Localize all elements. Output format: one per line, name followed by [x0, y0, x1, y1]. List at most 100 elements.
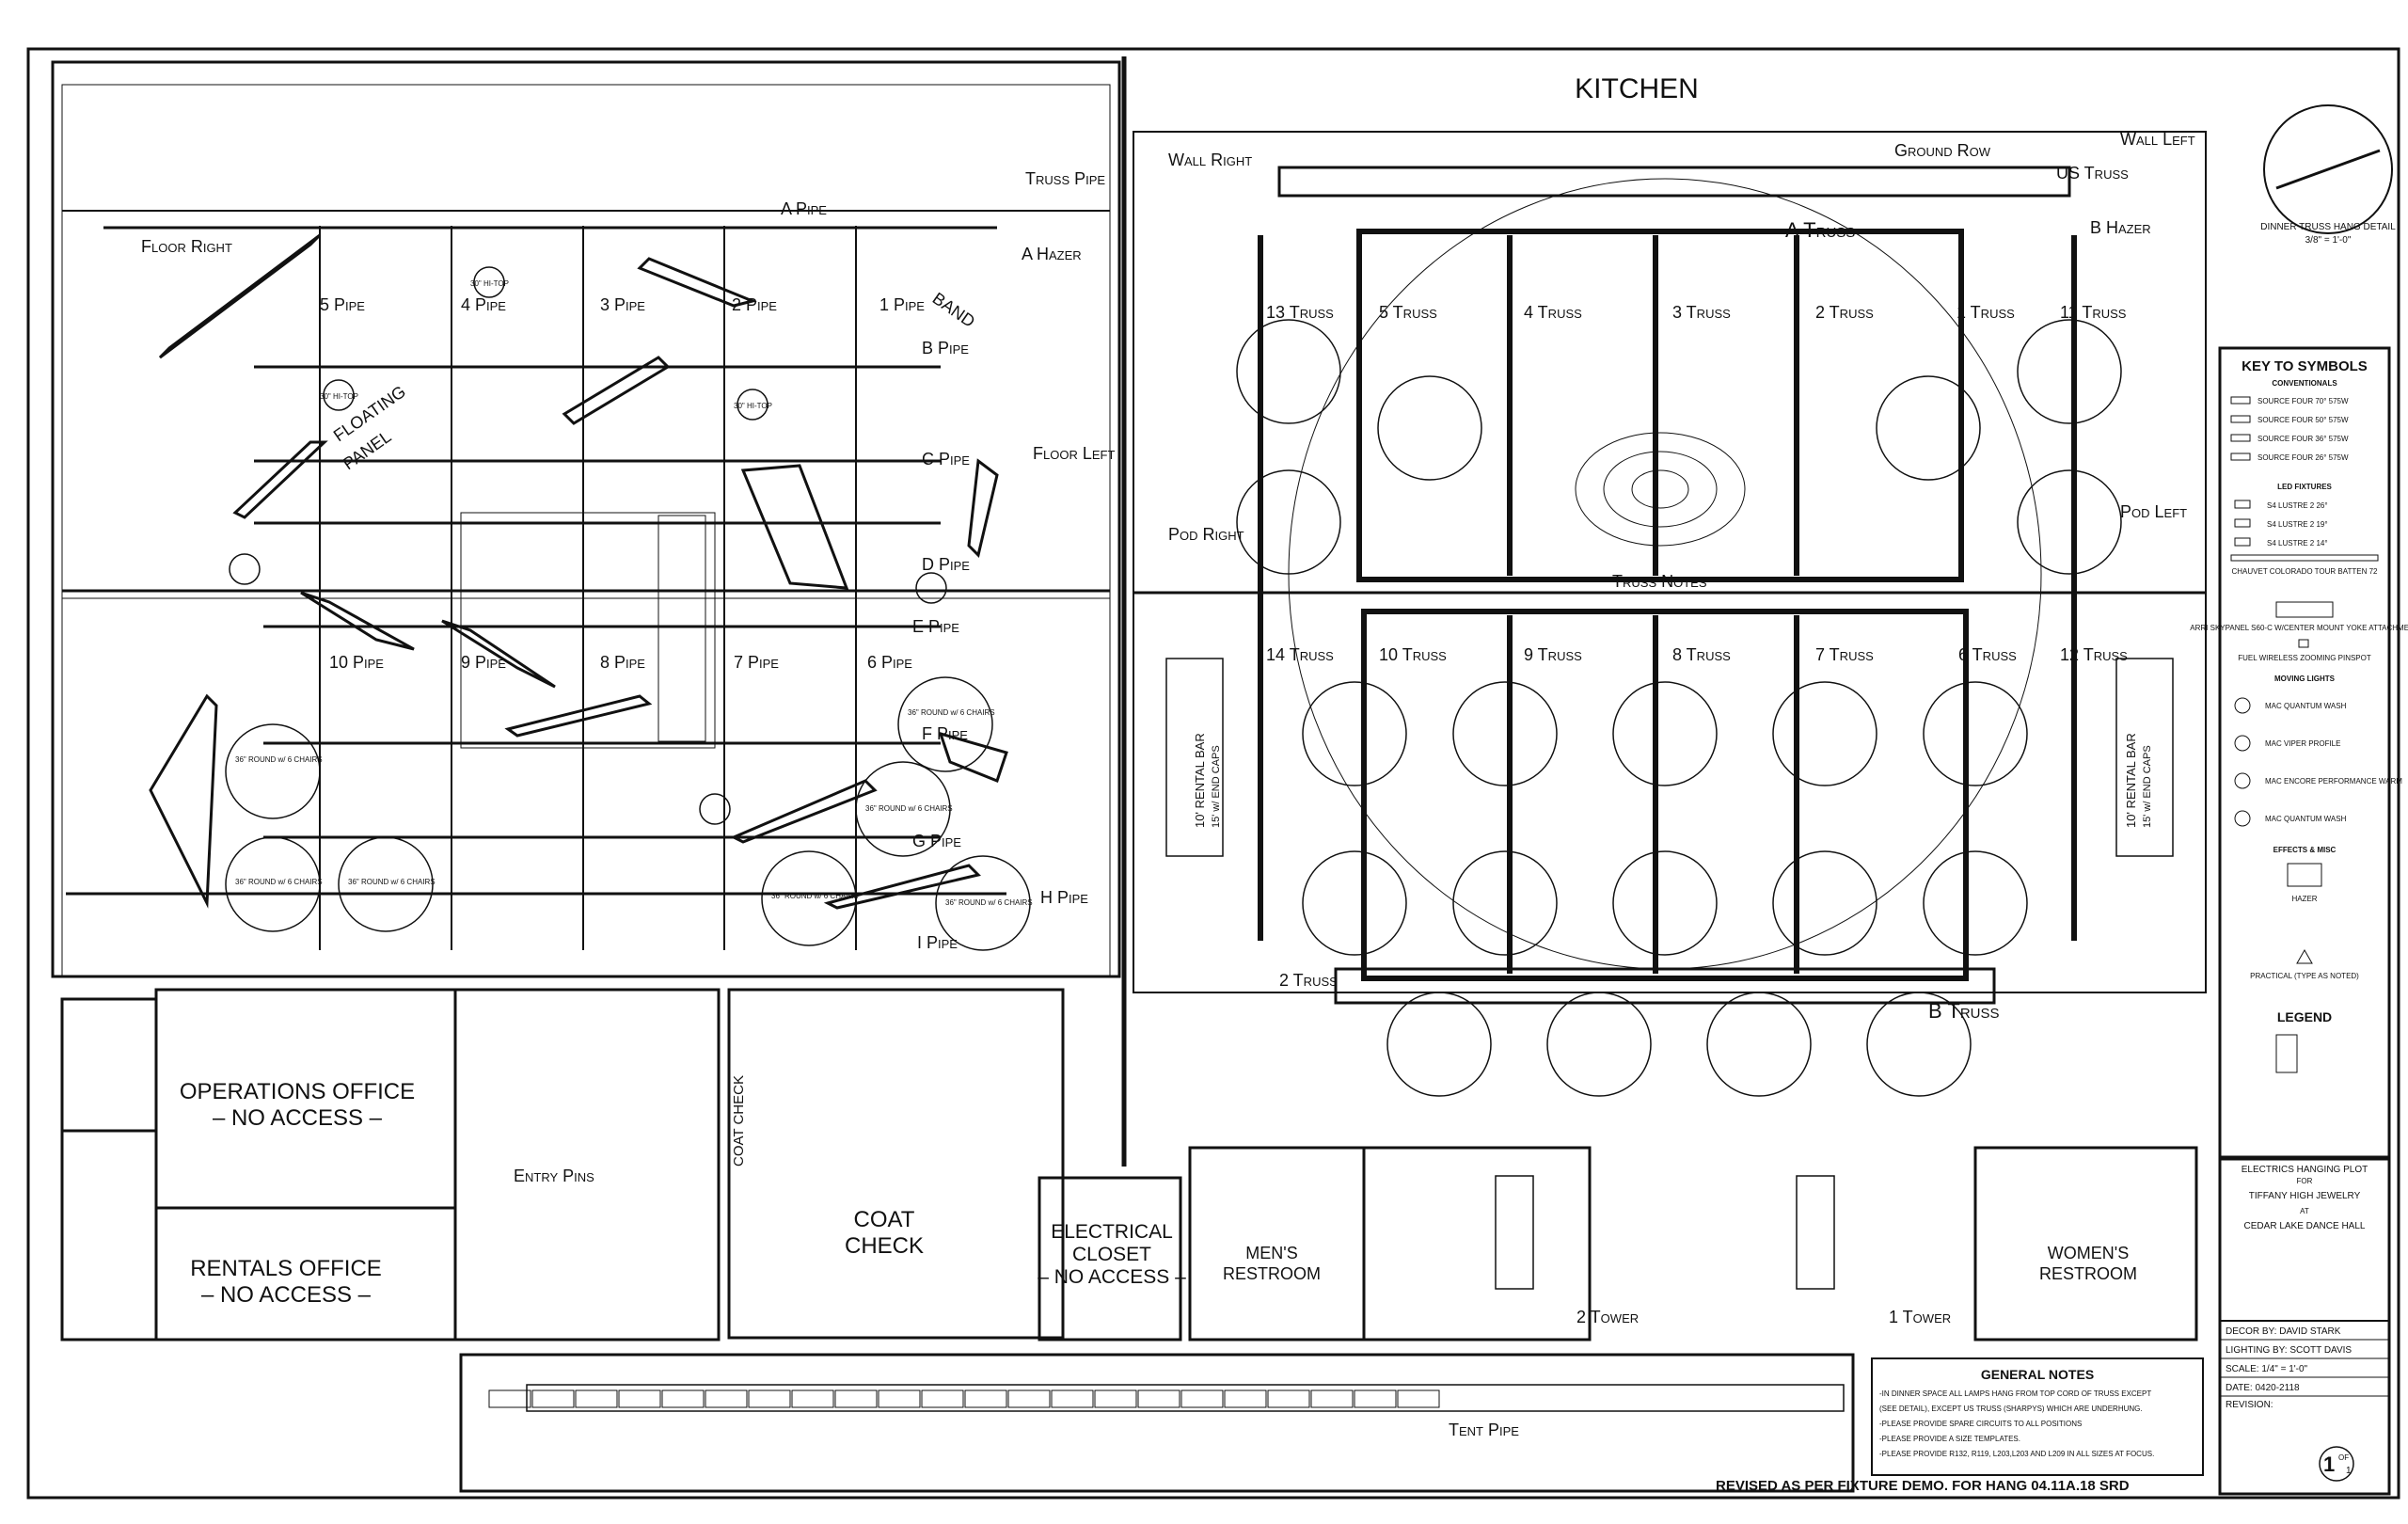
ops-office-note: – NO ACCESS – — [213, 1105, 383, 1131]
round-table-label-2: 36" ROUND w/ 6 CHAIRS — [235, 878, 323, 886]
tower-2-label: 2 Tower — [1576, 1308, 1639, 1326]
pipe-h-label: H Pipe — [1040, 888, 1088, 907]
hitop-label-3: 30" HI-TOP — [734, 402, 772, 410]
rental-bar-right-2: 15' w/ END CAPS — [2142, 745, 2153, 828]
floor-right-label: Floor Right — [141, 237, 232, 256]
floor-left-label: Floor Left — [1033, 444, 1115, 463]
decor-credit: DECOR BY: DAVID STARK — [2226, 1326, 2341, 1337]
round-table-label-7: 36" ROUND w/ 6 CHAIRS — [945, 898, 1033, 907]
wall-right-label: Wall Right — [1168, 151, 1252, 169]
key-led-title: LED FIXTURES — [2277, 483, 2332, 491]
womens-restroom-label-1: WOMEN'S — [2048, 1244, 2129, 1262]
date-note: DATE: 0420-2118 — [2226, 1383, 2300, 1393]
truss-7-label: 7 Truss — [1815, 645, 1874, 664]
coat-check-vertical: COAT CHECK — [731, 1075, 747, 1167]
pipe-10-label: 10 Pipe — [329, 653, 384, 672]
client-name: TIFFANY HIGH JEWELRY — [2249, 1191, 2361, 1201]
pipe-b-label: B Pipe — [922, 339, 969, 357]
key-title: KEY TO SYMBOLS — [2242, 358, 2368, 374]
key-led-2: S4 LUSTRE 2 19° — [2267, 520, 2328, 529]
room-labels: KITCHEN OPERATIONS OFFICE – NO ACCESS – … — [180, 73, 2153, 1308]
general-note-4: -PLEASE PROVIDE A SIZE TEMPLATES. — [1879, 1435, 2020, 1443]
pipe-a-label: A Pipe — [781, 199, 827, 218]
wall-left-label: Wall Left — [2120, 130, 2195, 149]
plot-at: AT — [2300, 1207, 2309, 1215]
band-label: BAND — [929, 289, 978, 331]
pipe-1-label: 1 Pipe — [879, 295, 925, 314]
lower-left-rooms — [60, 56, 2198, 1493]
general-notes-title: GENERAL NOTES — [1981, 1367, 2094, 1382]
pipe-i-label: I Pipe — [917, 933, 958, 952]
dinner-space — [1133, 131, 2207, 1290]
key-conv-4: SOURCE FOUR 26° 575W — [2258, 453, 2349, 462]
kitchen-label: KITCHEN — [1575, 73, 1699, 104]
pipe-6-label: 6 Pipe — [867, 653, 912, 672]
key-effects-hazer: HAZER — [2291, 895, 2317, 903]
revision-banner: REVISED AS PER FIXTURE DEMO. FOR HANG 04… — [1716, 1478, 2130, 1494]
pipe-8-label: 8 Pipe — [600, 653, 645, 672]
pipe-e-label: E Pipe — [912, 617, 959, 636]
a-hazer-label: A Hazer — [1022, 245, 1082, 263]
hang-detail-truss — [2275, 149, 2381, 190]
round-table-label-4: 36" ROUND w/ 6 CHAIRS — [908, 708, 995, 717]
pod-left-label: Pod Left — [2120, 502, 2187, 521]
key-led-batten: CHAUVET COLORADO TOUR BATTEN 72 — [2232, 567, 2379, 576]
key-moving-2: MAC VIPER PROFILE — [2265, 739, 2340, 748]
truss-10-label: 10 Truss — [1379, 645, 1447, 664]
truss-1-label: 1 Truss — [1956, 303, 2015, 322]
womens-restroom-label-2: RESTROOM — [2039, 1264, 2137, 1283]
round-table-label-1: 36" ROUND w/ 6 CHAIRS — [235, 755, 323, 764]
title-block: ELECTRICS HANGING PLOT FOR TIFFANY HIGH … — [2218, 1157, 2391, 1496]
key-conv-1: SOURCE FOUR 70° 575W — [2258, 397, 2349, 405]
entry-pins-label: Entry Pins — [514, 1167, 594, 1185]
plot-title: ELECTRICS HANGING PLOT — [2242, 1165, 2368, 1175]
tent-pipe-units — [488, 1389, 1440, 1408]
truss-6-label: 6 Truss — [1958, 645, 2017, 664]
pipe-g-label: G Pipe — [912, 832, 961, 850]
us-truss-label: US Truss — [2056, 164, 2129, 183]
rental-bar-left-2: 15' w/ END CAPS — [1211, 745, 1222, 828]
coat-check-label-1: COAT — [854, 1207, 915, 1232]
key-conventionals-title: CONVENTIONALS — [2272, 379, 2337, 388]
pipe-2-label: 2 Pipe — [732, 295, 777, 314]
general-note-2: (SEE DETAIL), EXCEPT US TRUSS (SHARPYS) … — [1879, 1405, 2143, 1413]
hang-detail-caption: DINNER TRUSS HANG DETAIL — [2260, 222, 2396, 232]
tent-pipe-label: Tent Pipe — [1449, 1421, 1519, 1439]
plot-for: FOR — [2297, 1177, 2313, 1185]
pipe-f-label: F Pipe — [922, 724, 968, 743]
mens-restroom-label-2: RESTROOM — [1223, 1264, 1321, 1283]
key-effects-title: EFFECTS & MISC — [2273, 846, 2337, 854]
round-table-label-3: 36" ROUND w/ 6 CHAIRS — [348, 878, 436, 886]
truss-b-label: B Truss — [1928, 999, 2000, 1023]
key-led-1: S4 LUSTRE 2 26° — [2267, 501, 2328, 510]
hang-detail-scale: 3/8" = 1'-0" — [2305, 235, 2352, 246]
key-conv-2: SOURCE FOUR 50° 575W — [2258, 416, 2349, 424]
truss-5-label: 5 Truss — [1379, 303, 1437, 322]
left-ballroom — [51, 60, 1121, 978]
truss-2-label: 2 Truss — [1815, 303, 1874, 322]
rental-bar-right-1: 10' RENTAL BAR — [2124, 733, 2138, 828]
rental-bar-left-1: 10' RENTAL BAR — [1193, 733, 1207, 828]
key-led-skypanel: ARRI SKYPANEL S60-C W/CENTER MOUNT YOKE … — [2190, 624, 2408, 632]
round-table-label-6: 36" ROUND w/ 6 CHAIRS — [771, 892, 859, 900]
key-moving-4: MAC QUANTUM WASH — [2265, 815, 2347, 823]
table-labels: 36" ROUND w/ 6 CHAIRS 36" ROUND w/ 6 CHA… — [235, 279, 1033, 907]
key-led-3: S4 LUSTRE 2 14° — [2267, 539, 2328, 548]
general-notes: GENERAL NOTES -IN DINNER SPACE ALL LAMPS… — [1871, 1357, 2204, 1476]
ground-row-label: Ground Row — [1894, 141, 1991, 160]
rentals-office-note: – NO ACCESS – — [201, 1282, 372, 1308]
truss-a-label: A Truss — [1785, 218, 1855, 242]
truss-12-label: 12 Truss — [2060, 645, 2128, 664]
elec-closet-note: – NO ACCESS – — [1038, 1266, 1186, 1288]
key-moving-title: MOVING LIGHTS — [2274, 675, 2336, 683]
key-to-symbols: KEY TO SYMBOLS CONVENTIONALS SOURCE FOUR… — [2190, 346, 2408, 1159]
pipe-3-label: 3 Pipe — [600, 295, 645, 314]
general-note-3: -PLEASE PROVIDE SPARE CIRCUITS TO ALL PO… — [1879, 1420, 2082, 1428]
key-effects-practical: PRACTICAL (TYPE AS NOTED) — [2250, 972, 2359, 980]
truss-notes-label: Truss Notes — [1612, 572, 1707, 591]
hitop-label-1: 30" HI-TOP — [320, 392, 358, 401]
sheet-of: OF — [2338, 1453, 2349, 1462]
pipe-7-label: 7 Pipe — [734, 653, 779, 672]
elec-closet-label-1: ELECTRICAL — [1051, 1221, 1173, 1243]
